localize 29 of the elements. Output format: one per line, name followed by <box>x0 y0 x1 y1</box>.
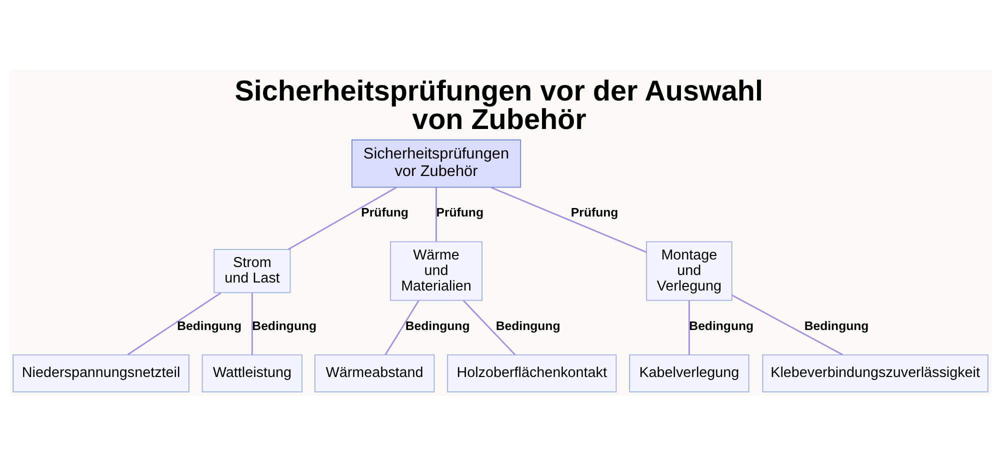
connector <box>126 292 221 356</box>
node-box: Sicherheitsprüfungen vor Zubehör <box>350 139 521 188</box>
node-box: Wärmeabstand <box>314 354 434 392</box>
connector <box>688 300 690 355</box>
edge-label: Bedingung <box>804 318 868 333</box>
edge-label: Bedingung <box>252 318 316 333</box>
edge-label: Prüfung <box>360 206 408 220</box>
edge-label: Prüfung <box>436 206 483 220</box>
connector <box>731 294 842 356</box>
node-box: Strom und Last <box>213 248 290 294</box>
connector <box>435 188 436 242</box>
connector <box>287 186 396 250</box>
connector <box>490 186 646 253</box>
edge-label: Bedingung <box>495 318 560 333</box>
node-box: Montage und Verlegung <box>646 241 732 301</box>
connector <box>462 300 516 356</box>
connector <box>384 300 419 356</box>
node-box: Wärme und Materialien <box>389 241 482 301</box>
edge-label: Bedingung <box>688 318 754 333</box>
node-box: Wattleistung <box>201 354 302 392</box>
node-box: Holzoberflächenkontakt <box>446 354 616 392</box>
node-box: Kabelverlegung <box>628 354 749 392</box>
node-box: Niederspannungsnetzteil <box>12 354 189 392</box>
edge-label: Bedingung <box>404 318 470 333</box>
node-box: Klebeverbindungszuverlässigkeit <box>762 354 988 392</box>
diagram-title: Sicherheitsprüfungen vor der Auswahl von Zubehör <box>234 75 762 136</box>
edge-label: Bedingung <box>176 318 241 333</box>
connector <box>250 292 252 355</box>
edge-label: Prüfung <box>570 206 618 220</box>
